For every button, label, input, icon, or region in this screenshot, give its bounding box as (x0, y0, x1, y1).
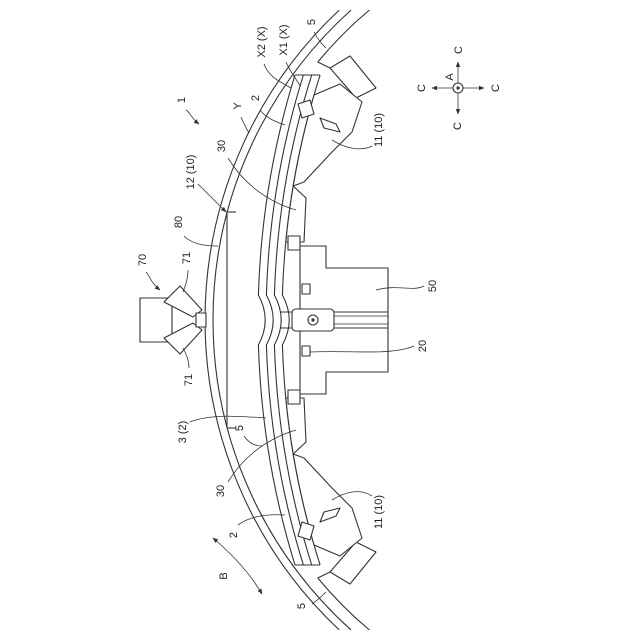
shell-strip-top (318, 10, 370, 62)
leader-x2 (264, 64, 291, 88)
slider-pivot-dot (311, 318, 314, 321)
label-11-top: 11 (10) (373, 113, 385, 147)
compass-label-c-left: C (416, 84, 428, 92)
compass-label-c-down: C (452, 122, 464, 130)
leader-12 (198, 184, 226, 212)
contact-pad (196, 313, 206, 327)
leader-70 (146, 272, 160, 290)
tool-body (140, 298, 172, 342)
lower-assembly (286, 398, 376, 584)
label-30-bottom: 30 (215, 485, 227, 497)
label-71-top: 71 (181, 252, 193, 264)
label-11-bottom: 11 (10) (373, 495, 385, 529)
compass-label-c-right: C (490, 84, 502, 92)
label-b: B (218, 572, 230, 579)
leader-71-bottom (183, 348, 189, 368)
label-5-bottom: 5 (296, 603, 308, 609)
leader-1 (186, 110, 199, 124)
label-y: Y (232, 102, 244, 110)
leader-5-mid (244, 436, 262, 446)
leader-71-top (183, 270, 188, 292)
wedge-30 (286, 186, 306, 242)
wedge-30 (286, 398, 306, 454)
compass-label-a: A (444, 73, 456, 81)
label-70: 70 (137, 254, 149, 266)
bracket-top (288, 236, 300, 250)
tool-70 (140, 286, 206, 354)
shell-strip-bottom (318, 578, 370, 630)
label-x1: X1 (X) (278, 24, 290, 55)
label-2-top: 2 (250, 95, 262, 101)
label-3: 3 (2) (177, 421, 189, 444)
block-lug-bottom (302, 346, 310, 356)
block-lug-top (302, 284, 310, 294)
end-piece-11 (293, 454, 362, 556)
leader-y (241, 117, 249, 133)
rotation-arrow-b (213, 538, 262, 594)
label-5-mid: 5 (234, 425, 246, 431)
strip-connector (318, 62, 330, 68)
label-50: 50 (427, 280, 439, 292)
label-12: 12 (10) (185, 155, 197, 190)
axis-a-dot (456, 86, 459, 89)
label-x2: X2 (X) (256, 26, 268, 57)
compass-label-c-up: C (453, 46, 465, 54)
end-piece-11 (293, 84, 362, 186)
label-80: 80 (173, 216, 185, 228)
label-30-top: 30 (216, 140, 228, 152)
label-1: 1 (176, 97, 188, 103)
label-5-top: 5 (306, 19, 318, 25)
label-71-bottom: 71 (183, 374, 195, 386)
strip-connector (318, 572, 330, 578)
reference-labels: 1 X2 (X) X1 (X) 5 Y 2 11 (10) 30 12 (10)… (137, 19, 439, 609)
direction-compass: A C C C C (416, 46, 502, 130)
label-2-bottom: 2 (228, 532, 240, 538)
bracket-bottom (288, 390, 300, 404)
label-20: 20 (417, 340, 429, 352)
leader-3 (190, 416, 266, 422)
